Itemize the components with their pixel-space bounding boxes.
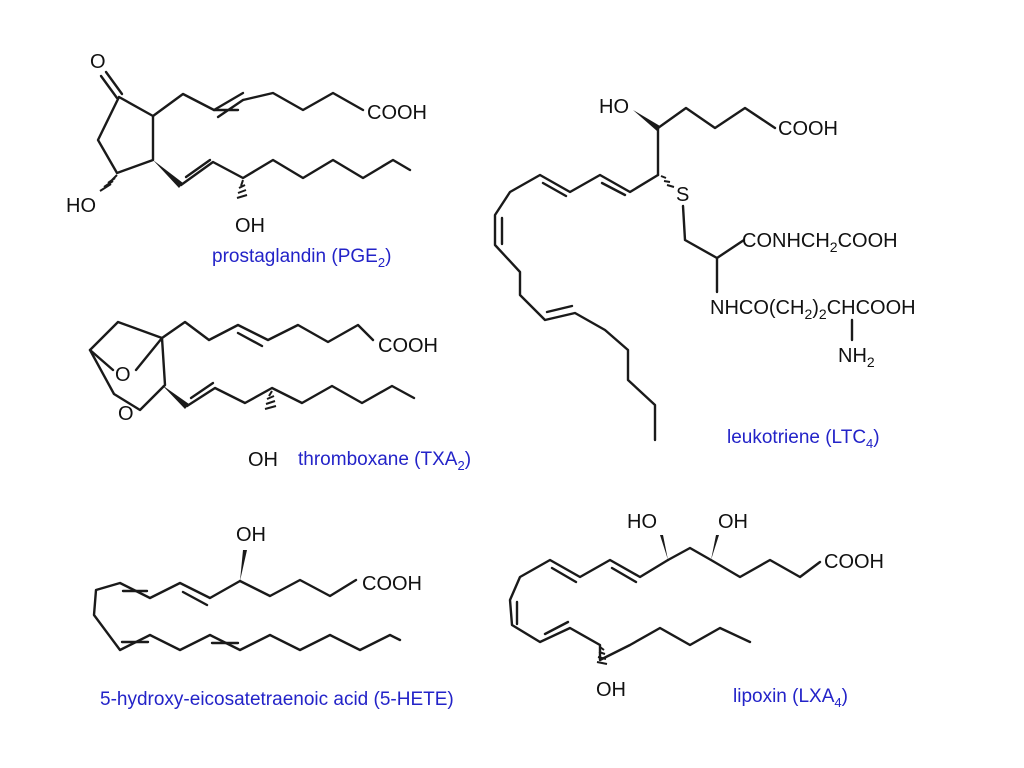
txa2-ring-o-label: O <box>118 403 134 425</box>
lxa4-caption: lipoxin (LXA4) <box>733 686 848 710</box>
hete-hydrocarbon-chain <box>92 579 402 652</box>
pge2-oh-hash <box>236 179 248 199</box>
ltc4-ho-wedge <box>633 110 660 131</box>
pge2-cis-double-bond <box>212 98 245 119</box>
ltc4-nh2-label: NH2 <box>838 345 875 370</box>
pge2-caption: prostaglandin (PGE2) <box>212 246 391 270</box>
ltc4-cooh-label: COOH <box>778 118 838 140</box>
pge2-trans-double-bond <box>184 158 212 179</box>
txa2-caption: thromboxane (TXA2) <box>298 449 471 473</box>
pge2-upper-chain-b <box>241 91 365 112</box>
lxa4-acid-chain <box>666 546 822 579</box>
pge2-structure: O COOH OH HO prostaglandin (PGE2) <box>66 51 427 270</box>
pge2-ketone-o-label: O <box>90 51 106 73</box>
txa2-oh-hash <box>264 390 277 410</box>
lxa4-cooh-label: COOH <box>824 551 884 573</box>
txa2-cooh-label: COOH <box>378 335 438 357</box>
pge2-upper-chain-a <box>151 91 245 118</box>
lxa4-oh2-wedge <box>711 535 719 560</box>
pge2-ho-hash <box>99 174 118 192</box>
hete-double-bonds <box>120 589 240 645</box>
pge2-ho-label: HO <box>66 195 96 217</box>
ltc4-conh-label: CONHCH2COOH <box>742 230 898 255</box>
ltc4-s-hash <box>660 175 675 188</box>
ltc4-cysteine-chain <box>681 204 746 260</box>
lxa4-structure: HO OH COOH OH lipoxin (LXA4) <box>508 511 884 710</box>
pge2-cooh-label: COOH <box>367 102 427 124</box>
lxa4-double-bonds <box>515 566 638 636</box>
txa2-upper-chain <box>160 320 375 344</box>
lxa4-hydrocarbon-chain <box>508 558 752 662</box>
txa2-structure: O O COOH OH thromboxane (TXA2) <box>88 320 471 473</box>
lxa4-oh1-wedge <box>660 535 668 560</box>
pge2-lower-wedge <box>153 160 183 188</box>
ltc4-nhco-label: NHCO(CH2)2CHCOOH <box>710 297 916 322</box>
lxa4-oh3-hash <box>596 646 608 665</box>
hete-caption: 5-hydroxy-eicosatetraenoic acid (5-HETE) <box>100 689 454 710</box>
txa2-lower-chain <box>185 384 416 408</box>
hete-structure: OH COOH 5-hydroxy-eicosatetraenoic acid … <box>92 524 454 710</box>
pge2-oh-label: OH <box>235 215 265 237</box>
hete-cooh-label: COOH <box>362 573 422 595</box>
hete-oh-wedge <box>240 550 247 581</box>
hete-oh-label: OH <box>236 524 266 546</box>
pge2-carbonyl-bond <box>99 70 124 100</box>
ltc4-caption: leukotriene (LTC4) <box>727 427 880 451</box>
lxa4-oh-label: OH <box>718 511 748 533</box>
ltc4-ho-label: HO <box>599 96 629 118</box>
txa2-oh-label: OH <box>248 449 278 471</box>
ltc4-hydrocarbon-chain <box>493 173 660 442</box>
ltc4-double-bonds <box>500 181 627 314</box>
pge2-lower-chain <box>179 158 412 187</box>
pge2-cyclopentane-ring <box>96 95 155 175</box>
txa2-bridge-o-label: O <box>115 364 131 386</box>
ltc4-structure: HO COOH S CONHCH2COOH NHCO(CH2)2CHCOOH N… <box>493 96 916 451</box>
txa2-cis-double-bond <box>236 331 264 348</box>
ltc4-acid-chain <box>656 106 777 130</box>
txa2-lower-wedge <box>162 385 189 409</box>
hete-acid-chain <box>238 578 358 598</box>
ltc4-s-label: S <box>676 184 689 206</box>
lxa4-ho-label: HO <box>627 511 657 533</box>
txa2-trans-double-bond <box>189 381 215 400</box>
txa2-oxetane-bridge <box>88 336 164 372</box>
lxa4-oh3-label: OH <box>596 679 626 701</box>
